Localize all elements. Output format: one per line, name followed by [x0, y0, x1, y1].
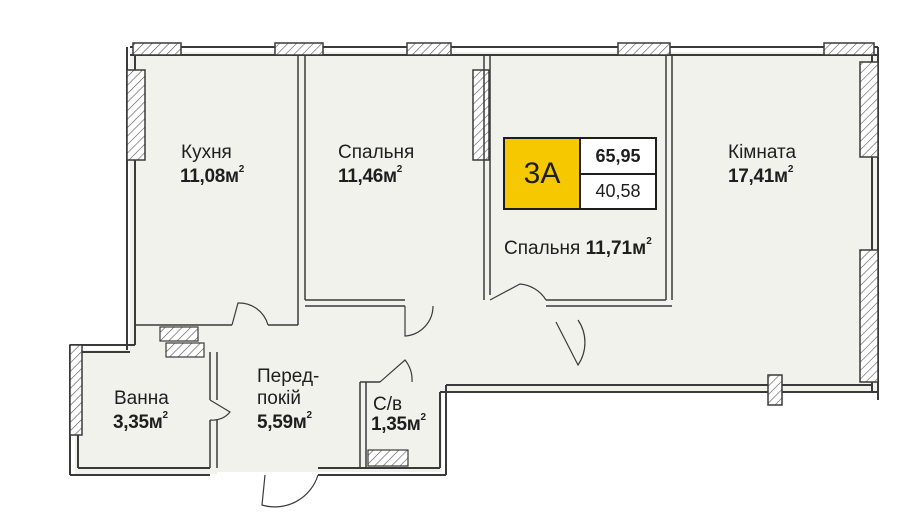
living-area: 40,58 [595, 181, 641, 201]
hall-area: 5,59м2 [257, 409, 312, 433]
wc-area: 1,35м2 [371, 411, 426, 435]
floor-bath [77, 350, 217, 474]
wc-label: С/в [373, 394, 403, 415]
window-right-low [859, 249, 879, 383]
bath-label: Ванна [114, 388, 169, 409]
column-bottom [767, 374, 783, 406]
bedroom1-area: 11,46м2 [338, 163, 403, 187]
bath-area: 3,35м2 [113, 409, 168, 433]
kitchen-label: Кухня [181, 142, 232, 163]
vent-blocks [159, 326, 409, 467]
hall-label-line2: покій [257, 388, 302, 409]
window-kitchen [132, 42, 182, 56]
total-area: 65,95 [581, 139, 655, 175]
layout-code: 3А [505, 139, 581, 208]
hall-label-line1: Перед- [257, 366, 320, 387]
window-left [126, 69, 146, 161]
doors [209, 283, 586, 508]
column-bedroom2 [472, 69, 490, 161]
window-corner [823, 42, 875, 56]
window-bath [69, 344, 83, 436]
windows [69, 42, 879, 436]
living-area: 17,41м2 [728, 163, 794, 187]
living-label: Кімната [728, 142, 797, 163]
window-bedroom2 [406, 42, 452, 56]
interior-walls [135, 55, 673, 468]
floor-main [132, 54, 876, 390]
window-right-top [859, 61, 879, 158]
window-living [617, 42, 671, 56]
apartment-badge: 3А 65,95 40,58 [503, 137, 657, 210]
bedroom1-label: Спальня [338, 142, 415, 163]
window-bedroom1 [274, 42, 324, 56]
kitchen-area: 11,08м2 [180, 163, 245, 187]
bedroom2-label: Спальня 11,71м2 [504, 235, 652, 259]
